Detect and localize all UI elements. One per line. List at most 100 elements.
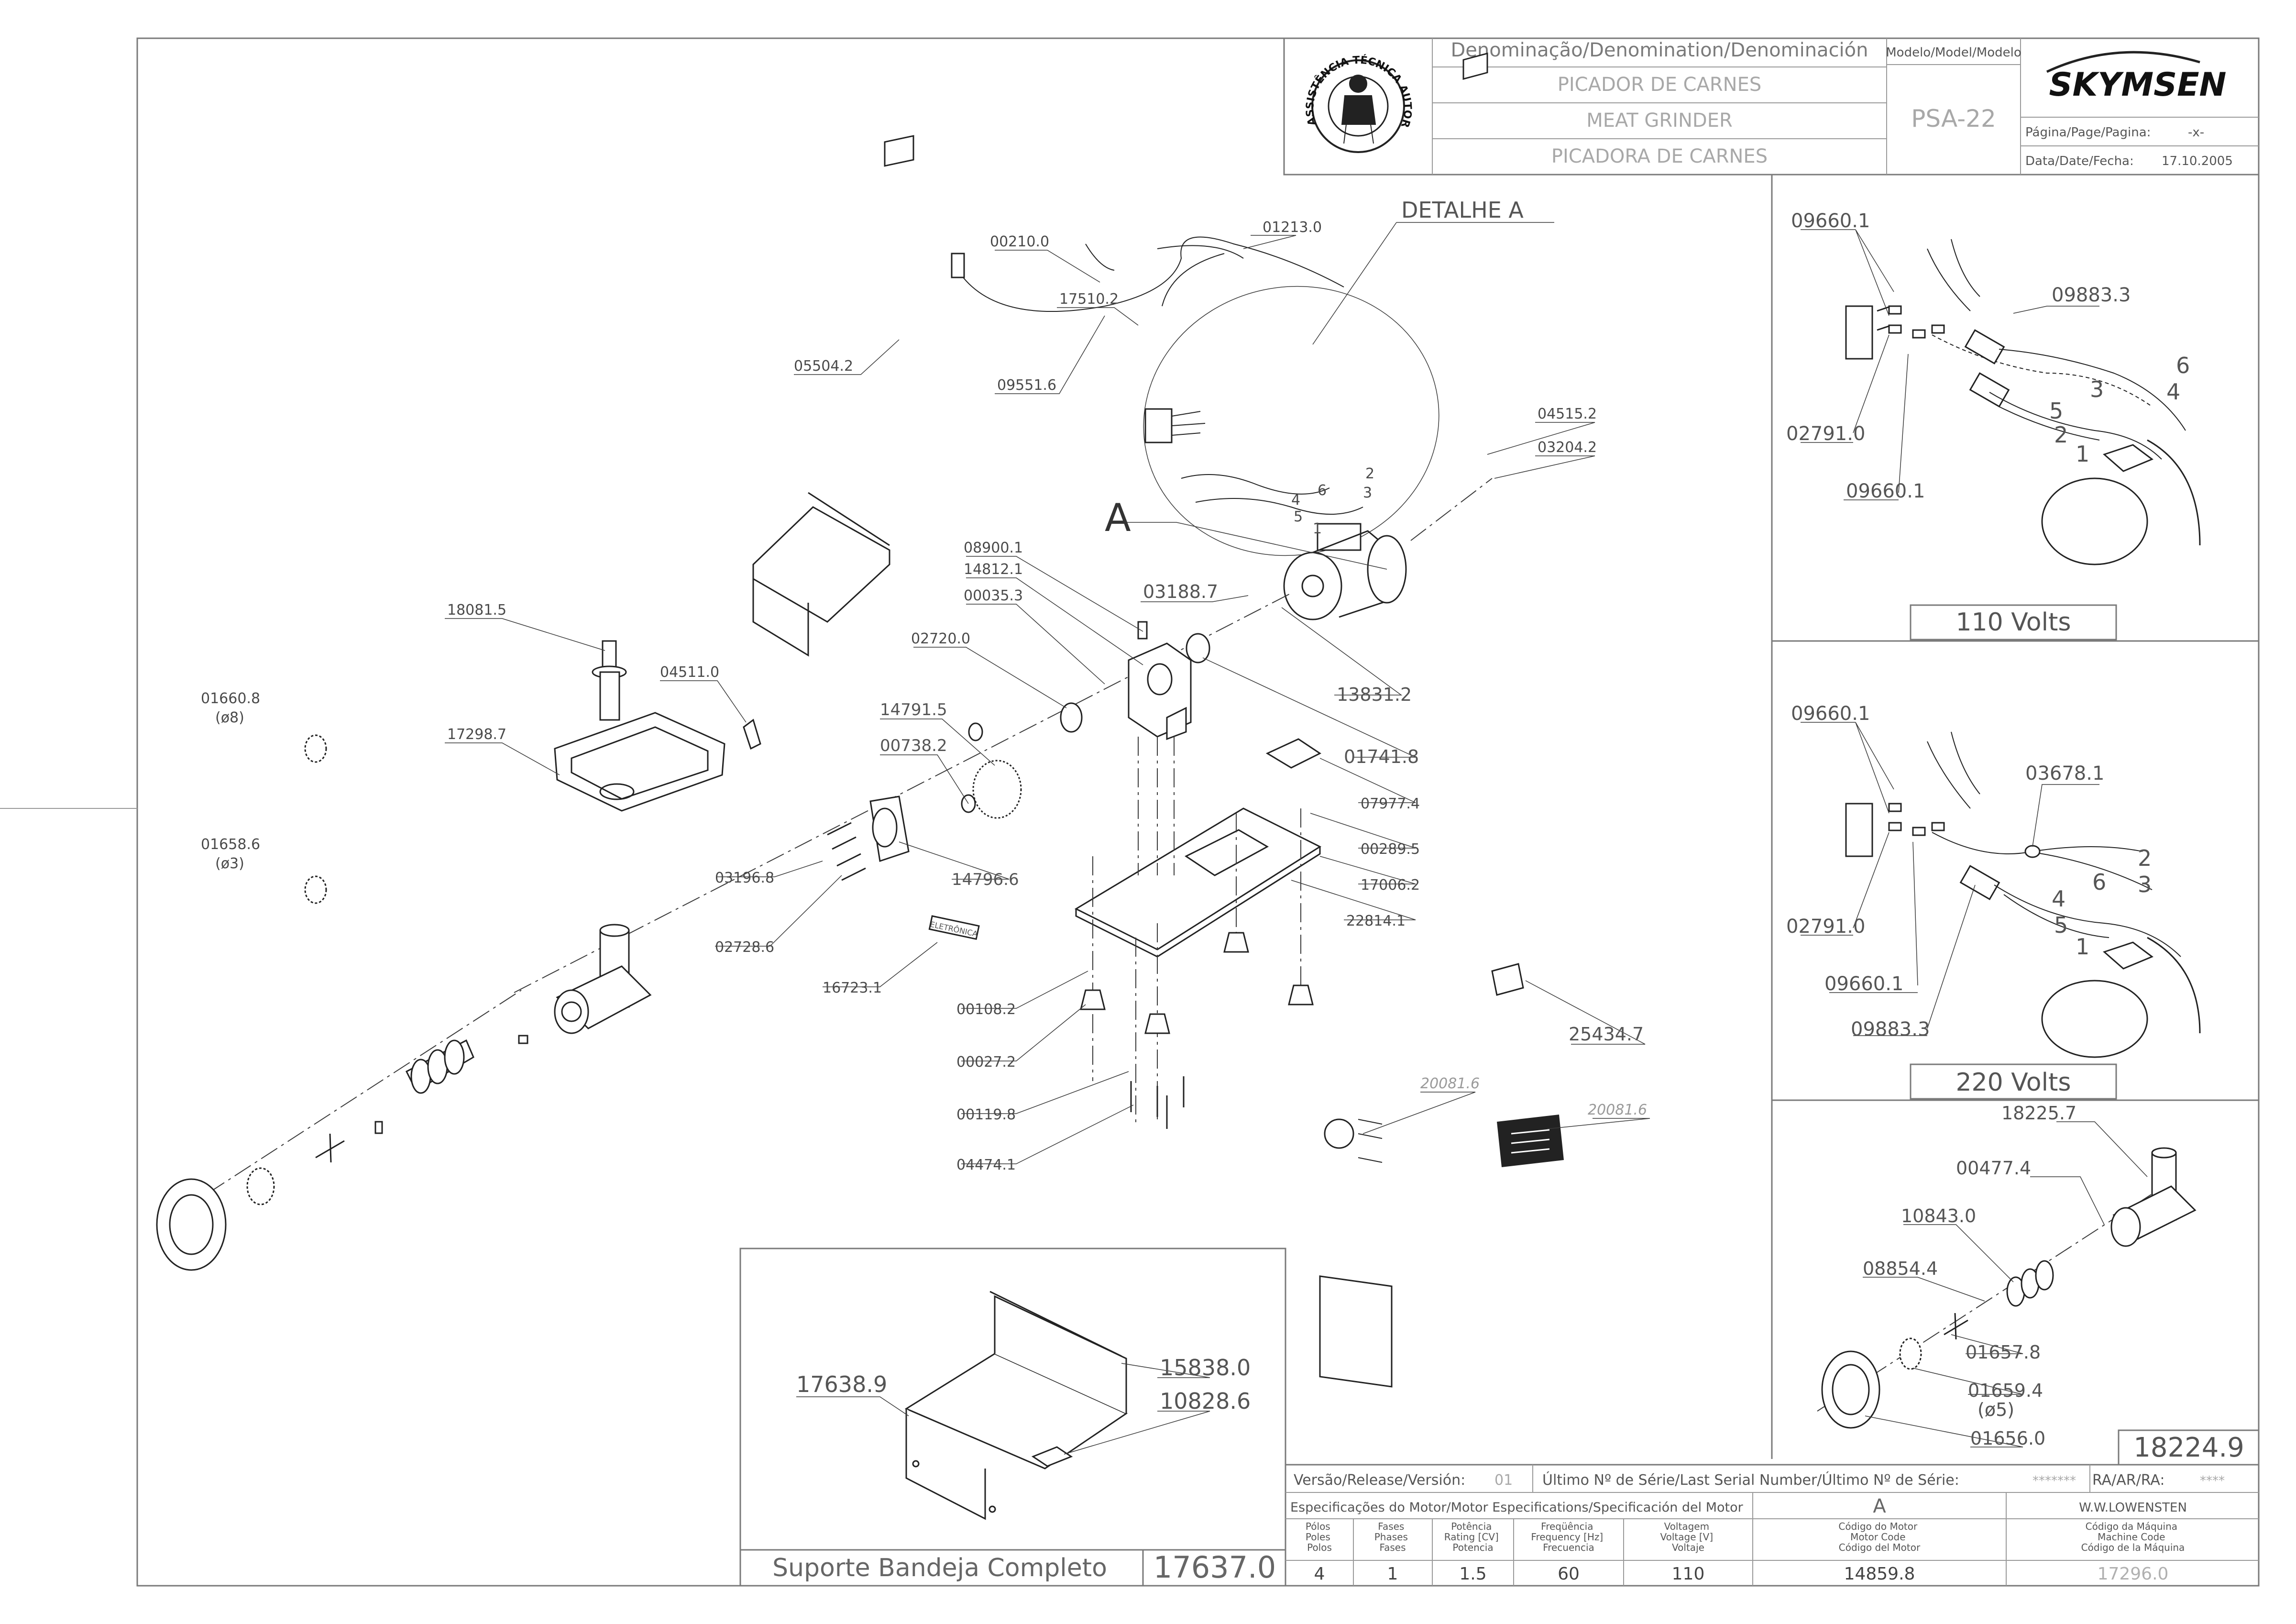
tray-support-inset: 17638.9 15838.0 10828.6 Suporte Bandeja …	[739, 1248, 1286, 1587]
detail-a-balloon	[1143, 286, 1439, 556]
logo-badge	[1311, 59, 1405, 153]
rubber-pad	[1031, 1446, 1073, 1467]
wire-number: 5	[1294, 508, 1303, 525]
spec-rating: 1.5	[1459, 1564, 1486, 1584]
ring-nut	[156, 1178, 227, 1271]
svg-text:ASSISTÊNCIA TÉCNICA AUTORIZADA: ASSISTÊNCIA TÉCNICA AUTORIZADA	[0, 0, 1414, 129]
part-number: 00210.0	[990, 233, 1049, 250]
knife-alt	[1944, 1313, 1968, 1340]
safety-decal	[1319, 1118, 1393, 1388]
wire-number: 6	[1318, 482, 1327, 499]
part-number: 00477.4	[1956, 1158, 2031, 1179]
part-number: 00289.5	[1361, 841, 1420, 858]
leader-lines	[445, 235, 1650, 1164]
part-number: 08854.4	[1863, 1258, 1938, 1279]
meat-pusher	[592, 640, 627, 721]
brand-swoosh-icon	[2046, 51, 2200, 73]
wire-number: 5	[2049, 398, 2063, 424]
brand-logo: SKYMSEN	[2049, 66, 2227, 104]
model-header: Modelo/Model/Modelo	[1886, 45, 2021, 60]
head-body-alt	[2110, 1147, 2197, 1247]
part-number: 00035.3	[964, 587, 1023, 604]
grinding-plate	[246, 1167, 275, 1205]
part-number: 17298.7	[447, 726, 506, 743]
part-number: 20081.6	[1588, 1102, 1647, 1118]
switch-110	[1845, 305, 1873, 360]
rubber-foot	[1288, 984, 1314, 1005]
part-number: 04511.0	[660, 664, 719, 681]
wire-number: 3	[2138, 872, 2152, 897]
part-number: 00108.2	[956, 1001, 1016, 1018]
on-off-switch	[1144, 408, 1173, 443]
motor-variant: A	[1873, 1495, 1886, 1517]
motor-manufacturer: W.W.LOWENSTEN	[2079, 1501, 2187, 1515]
part-number: 13831.2	[1337, 684, 1412, 705]
detail-a-marker: A	[1105, 496, 1131, 540]
rubber-foot	[1080, 989, 1106, 1010]
spec-frequency: 60	[1558, 1564, 1580, 1584]
part-number: 01741.8	[1344, 746, 1419, 767]
cutting-knife	[315, 1133, 345, 1163]
spec-header: Código da Máquina Machine Code Código de…	[2081, 1521, 2185, 1553]
part-number: 01660.8	[201, 690, 260, 707]
terminal-block	[1462, 52, 1488, 80]
spec-poles: 4	[1314, 1564, 1325, 1584]
plate-3mm	[304, 875, 327, 904]
wire-number: 1	[1313, 520, 1322, 537]
part-number: 20081.6	[1420, 1075, 1480, 1092]
tray-guard	[752, 506, 890, 623]
wire-number: 4	[2052, 886, 2065, 912]
wire-number: 2	[2054, 422, 2068, 448]
part-number: 01658.6	[201, 836, 260, 853]
version-value: 01	[1494, 1472, 1513, 1489]
part-number: 01213.0	[1263, 219, 1322, 236]
part-number: 09660.1	[1791, 703, 1870, 725]
motor-spec-label: Especificações do Motor/Motor Especifica…	[1290, 1500, 1744, 1515]
part-number: 18081.5	[447, 602, 506, 619]
part-number-size: (ø8)	[215, 709, 244, 726]
part-number: 00738.2	[880, 736, 947, 755]
wire-number: 4	[1291, 492, 1300, 508]
spec-header: Freqüência Frequency [Hz] Frecuencia	[1531, 1521, 1606, 1553]
spec-header: Fases Phases Fases	[1374, 1521, 1411, 1553]
main-exploded-view: ELETRÔNICA	[156, 52, 1650, 1388]
date-label: Data/Date/Fecha:	[2025, 154, 2134, 168]
ring-nut-alt	[1821, 1350, 1880, 1429]
switch-220	[1845, 803, 1873, 857]
worm-screw-alt	[2006, 1260, 2054, 1307]
part-number: 10828.6	[1160, 1388, 1251, 1414]
part-number: 02791.0	[1786, 916, 1865, 938]
caption-box	[1910, 1063, 2117, 1100]
denomination-header: Denominação/Denomination/Denominación	[1450, 39, 1868, 61]
part-number: 02720.0	[911, 630, 970, 647]
part-number: 17510.2	[1059, 291, 1119, 308]
version-label: Versão/Release/Versión:	[1294, 1472, 1465, 1489]
drawing-border	[136, 37, 2260, 1587]
cord-label-tag	[884, 135, 914, 167]
wire-number: 1	[2076, 934, 2089, 960]
panel-caption: 220 Volts	[1955, 1068, 2071, 1097]
ra-label: RA/AR/RA:	[2092, 1472, 2164, 1489]
rubber-foot	[1223, 932, 1249, 953]
part-number: 14791.5	[880, 700, 947, 719]
worm-screw	[405, 1039, 474, 1094]
tray-support-code: 17637.0	[1153, 1550, 1276, 1585]
part-number: 14812.1	[964, 561, 1023, 578]
serial-value: *******	[2032, 1474, 2076, 1488]
info-decal	[1497, 1115, 1564, 1167]
panel-220-volts: 09660.1 03678.1 02791.0 09660.1 09883.3 …	[1786, 703, 2201, 1100]
power-cord	[961, 236, 1344, 312]
logo: ASSISTÊNCIA TÉCNICA AUTORIZADA SKYMSEN	[0, 0, 2227, 153]
part-number: 25434.7	[1569, 1024, 1644, 1045]
warning-label-sticker	[1491, 963, 1524, 996]
caption-box	[1910, 604, 2117, 641]
spec-machine-code: 17296.0	[2098, 1564, 2169, 1584]
part-number-size: (ø3)	[215, 855, 244, 872]
wire-number: 3	[1363, 485, 1372, 501]
grinder-head	[554, 924, 652, 1034]
gearbox-housing	[1128, 621, 1192, 740]
ra-value: ****	[2200, 1474, 2225, 1488]
wire-number: 3	[2090, 376, 2104, 402]
wire-number: 2	[1365, 465, 1374, 482]
